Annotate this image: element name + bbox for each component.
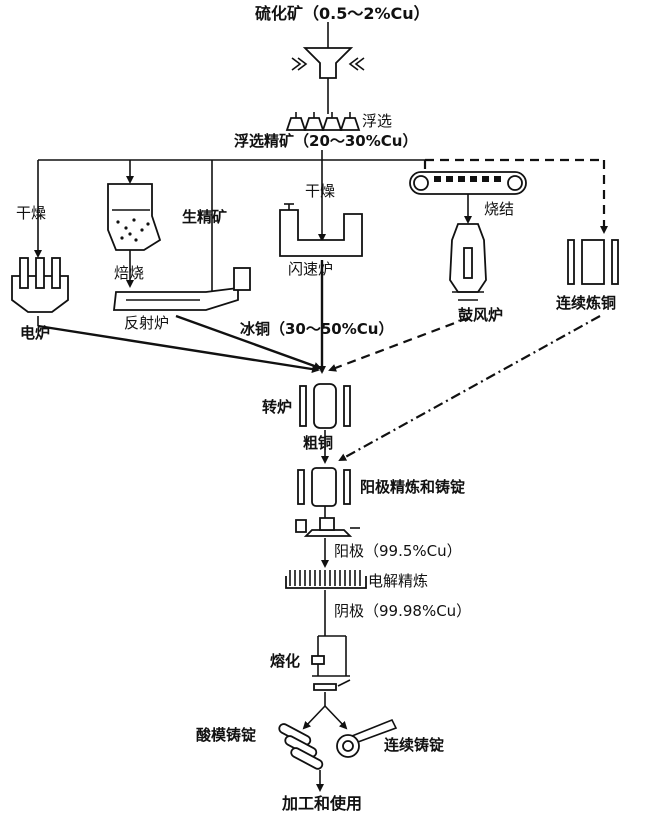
- continuous-casting-label: 连续铸锭: [384, 736, 445, 754]
- electric-furnace-icon: [11, 257, 69, 313]
- anode-furnace-icon: [297, 467, 351, 507]
- to-mold-casting-line: [302, 705, 326, 730]
- roasting-label: 焙烧: [114, 264, 145, 282]
- continuous-smelting-icon: [567, 239, 619, 285]
- roaster-icon: [107, 183, 162, 262]
- sinter-machine-icon: [409, 171, 527, 195]
- flotation-cells-icon: [285, 112, 361, 131]
- reverberatory-furnace-label: 反射炉: [124, 314, 170, 332]
- drying-left-label: 干燥: [16, 204, 47, 222]
- converter-icon: [299, 383, 351, 429]
- blast-to-converter-line: [328, 316, 469, 372]
- reverberatory-furnace-icon: [112, 267, 251, 311]
- melting-label: 熔化: [270, 652, 301, 670]
- blister-copper-label: 粗铜: [303, 434, 334, 452]
- converter-label: 转炉: [262, 398, 293, 416]
- flash-furnace-label: 闪速炉: [288, 260, 334, 278]
- to-continuous-casting-line: [324, 705, 348, 730]
- continuous-casting-icon: [336, 718, 398, 758]
- continuous-smelting-label: 连续炼铜: [556, 294, 617, 312]
- ef-to-converter-line: [37, 324, 320, 374]
- drying-center-label: 干燥: [305, 182, 336, 200]
- final-use-label: 加工和使用: [282, 794, 363, 813]
- mold-casting-label: 酸模铸锭: [196, 726, 257, 744]
- matte-label: 冰铜（30～50%Cu）: [240, 320, 394, 338]
- ore-label: 硫化矿（0.5～2%Cu）: [255, 4, 430, 23]
- cathode-label: 阴极（99.98%Cu）: [334, 602, 472, 620]
- anode-label: 阳极（99.5%Cu）: [334, 542, 462, 560]
- flash-furnace-icon: [279, 203, 363, 257]
- raw-concentrate-label: 生精矿: [182, 208, 228, 226]
- sintering-label: 烧结: [484, 200, 515, 218]
- electrorefining-label: 电解精炼: [368, 572, 429, 590]
- crusher-icon: [291, 47, 365, 79]
- anode-refining-label: 阳极精炼和铸锭: [360, 478, 466, 496]
- reverb-to-converter-line: [175, 314, 322, 370]
- continuous-to-blister-line: [338, 315, 601, 461]
- casting-wheel-icon: [295, 517, 360, 537]
- electrolysis-tank-icon: [285, 570, 367, 589]
- flotation-label: 浮选: [362, 112, 393, 130]
- blast-furnace-label: 鼓风炉: [458, 306, 504, 324]
- electric-furnace-label: 电炉: [20, 324, 51, 342]
- mold-ingots-icon: [278, 723, 324, 770]
- melting-furnace-icon: [311, 635, 351, 691]
- blast-furnace-icon: [449, 223, 487, 301]
- concentrate-label: 浮选精矿（20～30%Cu）: [234, 132, 418, 150]
